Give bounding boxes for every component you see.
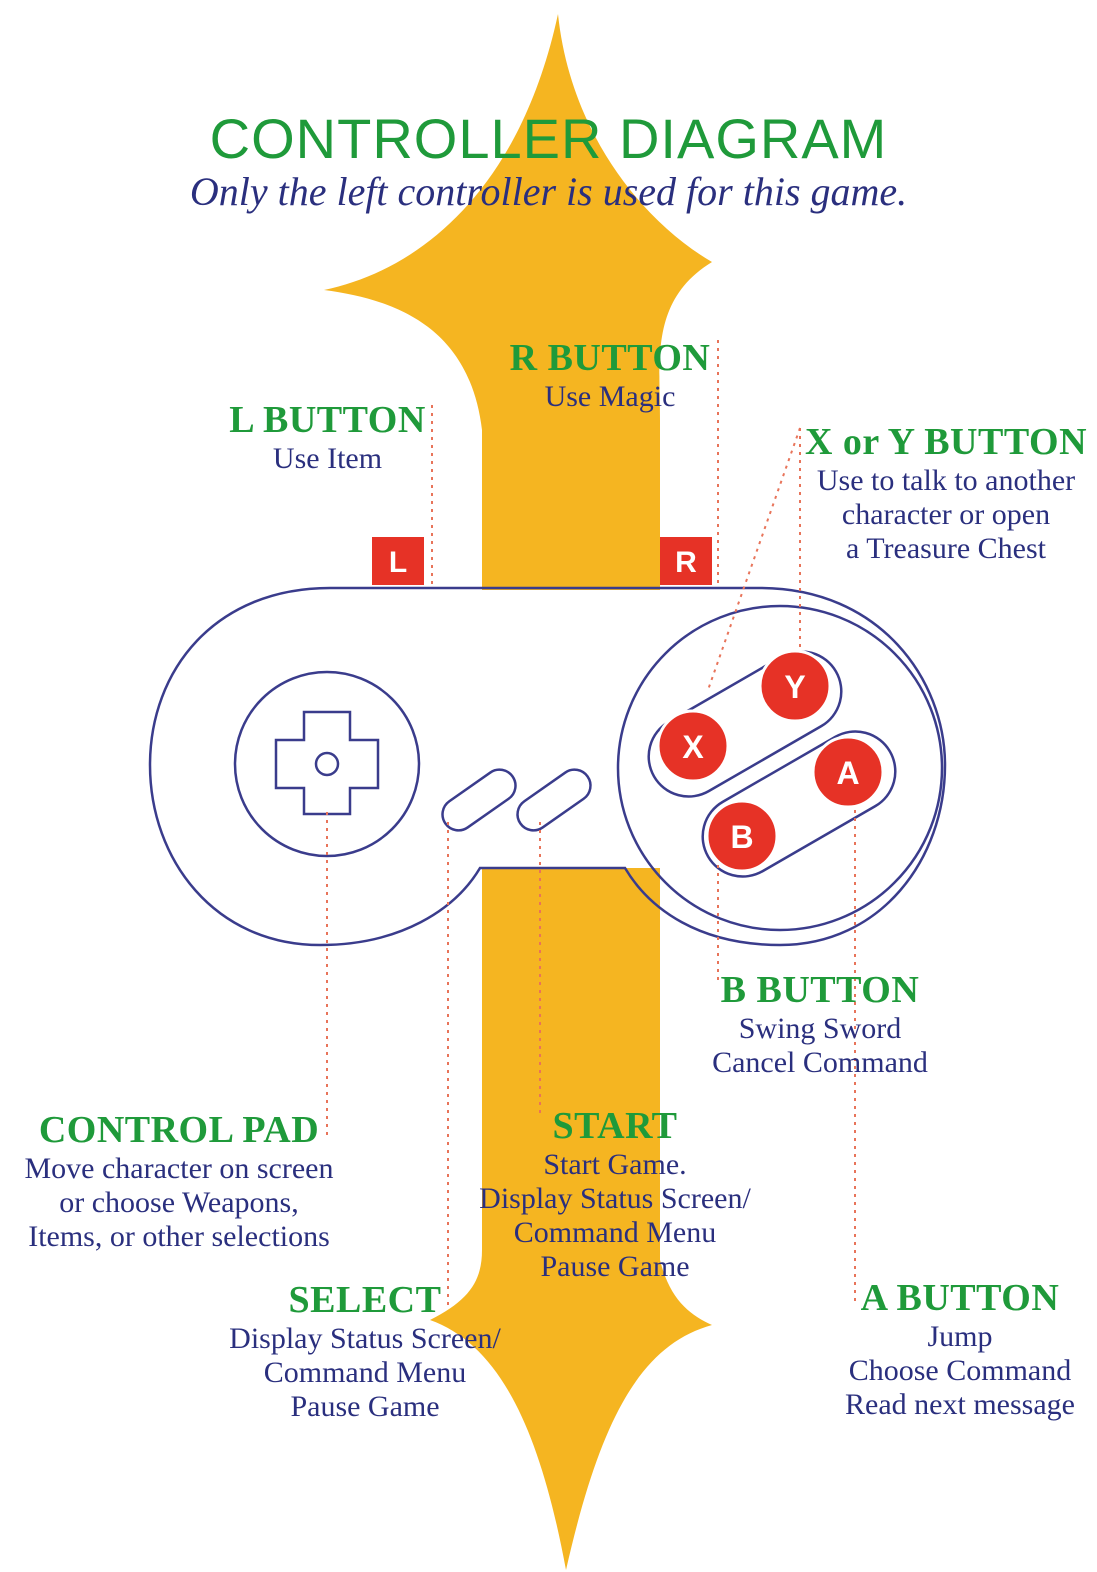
select-desc-3: Pause Game: [290, 1390, 440, 1423]
a-button-heading: A BUTTON: [860, 1277, 1060, 1319]
b-button-heading: B BUTTON: [720, 969, 920, 1011]
r-button-desc: Use Magic: [544, 380, 676, 413]
page-title: CONTROLLER DIAGRAM: [209, 107, 888, 170]
r-button-heading: R BUTTON: [509, 337, 711, 379]
start-desc-4: Pause Game: [540, 1250, 690, 1283]
x-button-label: X: [682, 729, 704, 765]
control-pad-callout: CONTROL PAD Move character on screen or …: [4, 1108, 354, 1254]
start-callout: START Start Game. Display Status Screen/…: [455, 1104, 775, 1284]
r-shoulder-tab: [660, 537, 712, 585]
xy-button-desc-3: a Treasure Chest: [846, 532, 1046, 565]
start-desc-3: Command Menu: [513, 1216, 717, 1249]
b-button-callout: B BUTTON Swing Sword Cancel Command: [690, 968, 950, 1080]
sword-grip-shape: [430, 868, 712, 1570]
leader-lines: [326, 340, 856, 1305]
dpad-center: [314, 751, 340, 777]
xy-button-heading: X or Y BUTTON: [804, 421, 1088, 463]
b-button: [705, 799, 779, 873]
y-button: [758, 649, 832, 723]
start-desc-2: Display Status Screen/: [479, 1182, 751, 1215]
xy-button-desc-1: Use to talk to another: [816, 464, 1076, 497]
dpad-ring: [233, 670, 421, 858]
control-pad-desc-3: Items, or other selections: [28, 1220, 330, 1253]
l-button-desc: Use Item: [272, 442, 383, 475]
control-pad-desc-2: or choose Weapons,: [59, 1186, 299, 1219]
r-tab-label: R: [675, 546, 697, 579]
select-oval: [441, 768, 517, 832]
select-desc-1: Display Status Screen/: [229, 1322, 501, 1355]
select-heading: SELECT: [288, 1279, 442, 1321]
controller-outline: [148, 586, 947, 947]
l-button-callout: L BUTTON Use Item: [200, 398, 455, 476]
sword-blade-shape: [324, 14, 712, 590]
x-button: [656, 709, 730, 783]
xy-pill: [647, 650, 843, 798]
start-oval: [516, 768, 592, 832]
ab-pill: [701, 730, 897, 878]
a-button-desc-2: Choose Command: [848, 1354, 1072, 1387]
control-pad-desc-1: Move character on screen: [24, 1152, 334, 1185]
select-desc-2: Command Menu: [263, 1356, 467, 1389]
y-button-label: Y: [784, 669, 805, 705]
control-pad-heading: CONTROL PAD: [38, 1109, 320, 1151]
start-heading: START: [552, 1105, 678, 1147]
dpad: [274, 710, 380, 816]
r-button-callout: R BUTTON Use Magic: [480, 336, 740, 414]
a-button-callout: A BUTTON Jump Choose Command Read next m…: [825, 1276, 1095, 1422]
l-button-heading: L BUTTON: [229, 399, 426, 441]
select-callout: SELECT Display Status Screen/ Command Me…: [205, 1278, 525, 1424]
b-button-desc-1: Swing Sword: [738, 1012, 902, 1045]
face-ring: [616, 604, 944, 932]
b-button-desc-2: Cancel Command: [712, 1046, 928, 1079]
page-subtitle: Only the left controller is used for thi…: [189, 169, 908, 214]
start-desc-1: Start Game.: [543, 1148, 687, 1181]
a-button-desc-3: Read next message: [845, 1388, 1075, 1421]
l-tab-label: L: [389, 546, 407, 579]
b-button-label: B: [730, 819, 753, 855]
xy-button-desc-2: character or open: [841, 498, 1051, 531]
a-button-label: A: [836, 755, 859, 791]
l-shoulder-tab: [372, 537, 424, 585]
a-button: [811, 735, 885, 809]
xy-button-callout: X or Y BUTTON Use to talk to another cha…: [795, 420, 1097, 566]
a-button-desc-1: Jump: [927, 1320, 993, 1353]
